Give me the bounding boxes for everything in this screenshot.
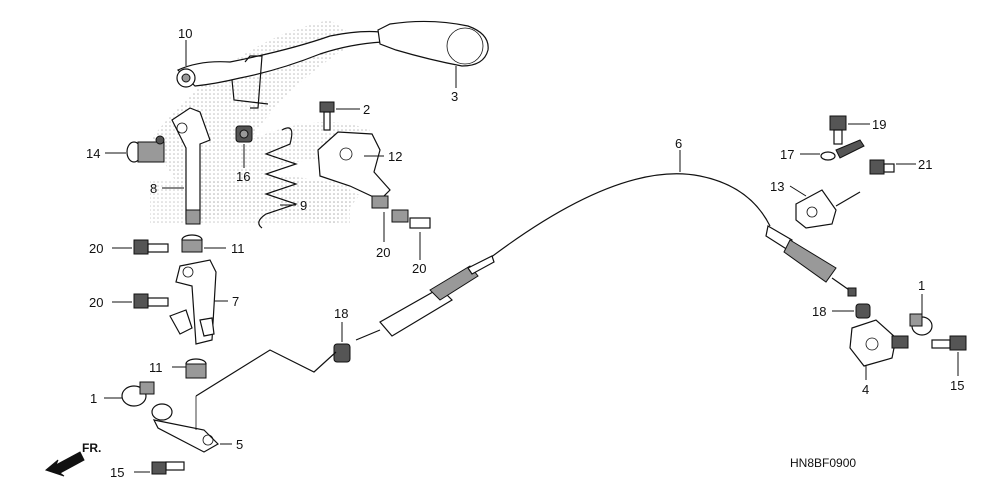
shaft-holder-part	[169, 259, 217, 345]
front-direction-arrow-icon: FR.	[44, 441, 101, 477]
callout-20-upper-middle: 20	[376, 245, 390, 260]
callout-15-left: 15	[110, 465, 124, 480]
bushing-11-lower-part	[185, 358, 207, 379]
callout-6: 6	[675, 136, 682, 151]
shift-knob-part	[377, 20, 489, 67]
callout-21: 21	[918, 157, 932, 172]
callout-9: 9	[300, 198, 307, 213]
callout-4: 4	[862, 382, 869, 397]
callout-3: 3	[451, 89, 458, 104]
bolt-15-right-part	[931, 335, 967, 351]
shift-cable-part	[355, 173, 857, 341]
nut-18-center-part	[333, 343, 351, 363]
callout-16: 16	[236, 169, 250, 184]
bolt-2-part	[319, 101, 335, 131]
callout-15-right: 15	[950, 378, 964, 393]
callout-10: 10	[178, 26, 192, 41]
callout-12: 12	[388, 149, 402, 164]
leader-lines	[104, 40, 959, 473]
front-direction-label: FR.	[82, 441, 101, 455]
callout-17: 17	[780, 147, 794, 162]
bolt-14-part	[126, 135, 165, 163]
callout-5: 5	[236, 437, 243, 452]
callout-11-upper: 11	[231, 241, 245, 256]
callout-numbers: 10 3 2 14 16 12 8 9 20 20 20 11 20 7 11 …	[86, 26, 964, 480]
stopper-plate-part	[317, 131, 431, 229]
bolt-15-left-part	[151, 461, 185, 475]
callout-14: 14	[86, 146, 100, 161]
diagram-code: HN8BF0900	[790, 456, 856, 470]
callout-2: 2	[363, 102, 370, 117]
callout-18-right: 18	[812, 304, 826, 319]
bolt-21-part	[869, 159, 895, 175]
collar-16-part	[235, 125, 253, 143]
cable-bracket-part	[795, 189, 861, 229]
shift-rod-line	[195, 349, 337, 397]
callout-18-center: 18	[334, 306, 348, 321]
bolt-19-part	[829, 115, 847, 145]
shift-arm-part	[151, 396, 219, 453]
callout-13: 13	[770, 179, 784, 194]
bushing-11-upper-part	[181, 234, 203, 253]
callout-1-right: 1	[918, 278, 925, 293]
shift-shaft-part	[171, 107, 211, 225]
nut-18-right-part	[855, 303, 871, 319]
callout-20-lower-left: 20	[89, 295, 103, 310]
callout-1-left: 1	[90, 391, 97, 406]
callout-20-lower-middle: 20	[412, 261, 426, 276]
callout-7: 7	[232, 294, 239, 309]
bolt-20-upper-left-part	[133, 239, 169, 255]
callout-20-upper-left: 20	[89, 241, 103, 256]
clip-17-part	[820, 139, 865, 161]
callout-8: 8	[150, 181, 157, 196]
cable-joint-part	[849, 319, 909, 367]
bolt-20-lower-left-part	[133, 293, 169, 309]
callout-11-lower: 11	[149, 360, 163, 375]
cap-1-right-part	[909, 313, 933, 336]
cap-1-left-part	[121, 381, 155, 407]
return-spring-part	[258, 127, 298, 229]
callout-19: 19	[872, 117, 886, 132]
